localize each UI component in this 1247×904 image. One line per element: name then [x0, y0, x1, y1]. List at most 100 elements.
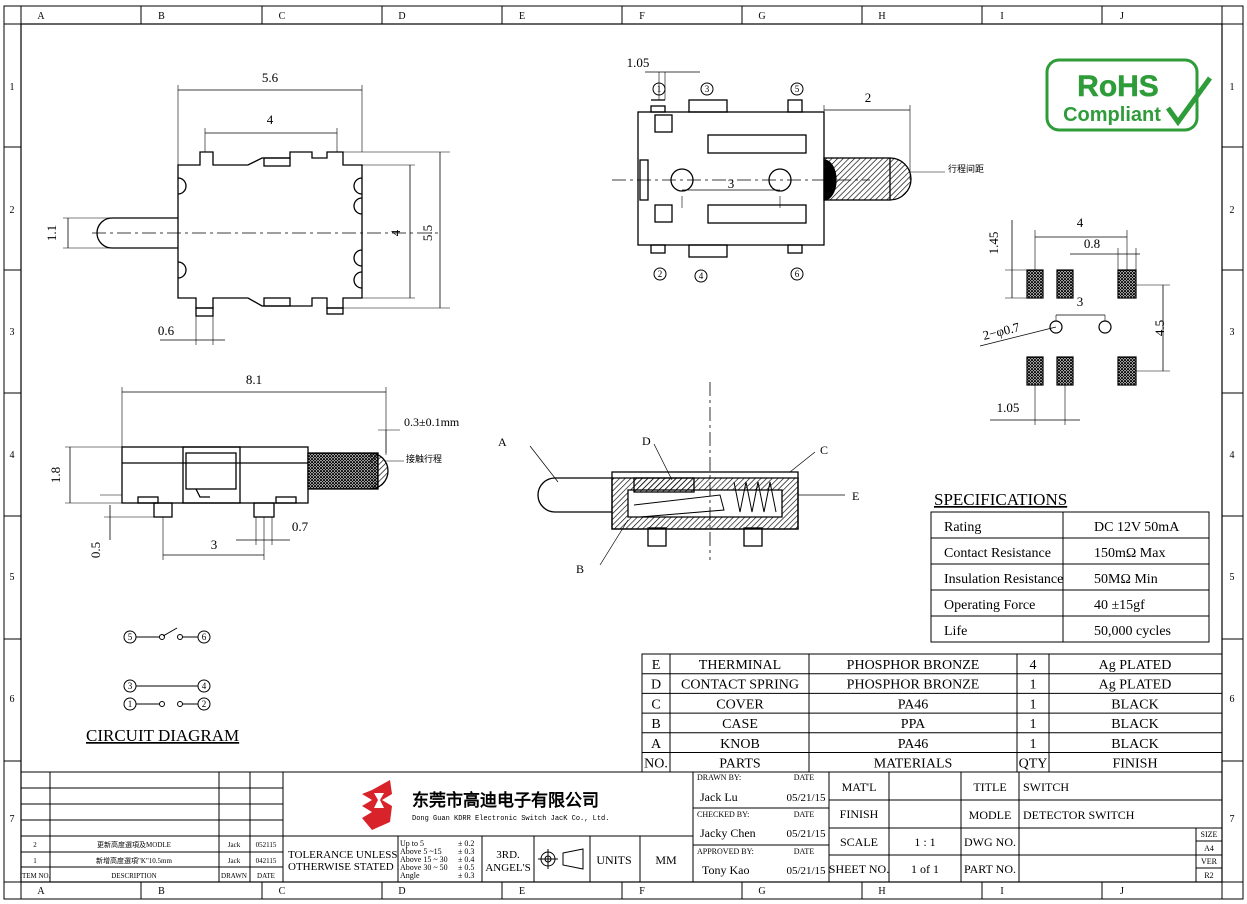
- tolerance-label: TOLERANCE UNLESS: [288, 849, 398, 861]
- dim-side-height: 1.8: [48, 467, 63, 483]
- date-label: DATE: [794, 810, 815, 819]
- checked-by-label: CHECKED BY:: [697, 810, 749, 819]
- projection-label: ANGEL'S: [485, 862, 530, 874]
- top-view: [63, 85, 450, 345]
- pin-marker: [790, 267, 804, 281]
- top-view-dimensions: 5.6 4 1.1 4 5.5 0.6: [44, 70, 435, 338]
- bom-material: PA46: [898, 697, 929, 712]
- bom-part: PARTS: [719, 757, 760, 772]
- size-label: SIZE: [1201, 830, 1218, 839]
- dwg-label: DWG NO.: [964, 835, 1016, 849]
- section-view: [529, 382, 845, 566]
- rev-header-drawn: DRAWN: [221, 872, 247, 880]
- bom-qty: QTY: [1019, 757, 1048, 772]
- side-view-dimensions: 8.1 1.8 0.3±0.1mm 接触行程 0.5 3 0.7: [48, 372, 460, 558]
- grid-col-label-top: H: [878, 11, 885, 22]
- circuit-node: [123, 630, 137, 644]
- size-value: A4: [1204, 844, 1214, 853]
- bom-no: C: [651, 697, 660, 712]
- title-label: TITLE: [973, 780, 1006, 794]
- bom-material: PHOSPHOR BRONZE: [847, 678, 980, 693]
- front-view: [612, 71, 945, 258]
- grid-col-label-top: A: [37, 11, 45, 22]
- dim-pin-gap: 0.7: [292, 519, 309, 534]
- date-label: DATE: [794, 847, 815, 856]
- circuit-node-label: 3: [128, 681, 133, 691]
- grid-col-label-bottom: H: [878, 886, 885, 897]
- bom-part: KNOB: [720, 737, 760, 752]
- grid-row-label-right: 4: [1230, 450, 1235, 461]
- grid-col-label-bottom: J: [1120, 886, 1124, 897]
- tolerance-range: Above 5 ~15: [400, 847, 442, 856]
- circuit-node: [123, 679, 137, 693]
- rev-desc: 新增高度選項"K"10.5mm: [96, 856, 172, 865]
- tolerance-value: ± 0.3: [458, 847, 474, 856]
- spec-label: Insulation Resistance: [944, 572, 1063, 587]
- bom-no: NO.: [644, 757, 668, 772]
- pin-label: 5: [795, 84, 800, 94]
- circuit-node-label: 5: [128, 632, 133, 642]
- grid-row-label-left: 5: [10, 572, 15, 583]
- dim-front-holes: 3: [728, 176, 735, 191]
- grid-col-label-bottom: E: [519, 886, 525, 897]
- rev-drawn: Jack: [228, 857, 241, 865]
- dim-top-width: 5.6: [262, 70, 279, 85]
- approved-by-label: APPROVED BY:: [697, 847, 754, 856]
- pad-hole-dia: 2−φ0.7: [981, 319, 1022, 343]
- bom-no: A: [651, 737, 662, 752]
- grid-row-label-right: 2: [1230, 205, 1235, 216]
- drawn-by-label: DRAWN BY:: [697, 773, 741, 782]
- dim-height-side: 1.1: [44, 225, 59, 241]
- approved-by: Tony Kao: [702, 863, 749, 877]
- dim-pin-pitch: 3: [211, 537, 218, 552]
- sheet-value: 1 of 1: [911, 862, 939, 876]
- front-view-dimensions: 1.05 2 3 行程间距: [627, 55, 984, 191]
- grid-row-label-left: 1: [10, 82, 15, 93]
- bom-no: B: [651, 717, 660, 732]
- circuit-title: CIRCUIT DIAGRAM: [86, 726, 239, 745]
- bom-no: E: [652, 658, 661, 673]
- circuit-node-label: 1: [128, 699, 133, 709]
- frame-grid-ticks: [4, 6, 1243, 899]
- modle-value: DETECTOR SWITCH: [1023, 808, 1135, 822]
- bom-finish: Ag PLATED: [1099, 678, 1172, 693]
- dim-height-total: 5.5: [420, 225, 435, 241]
- section-label-e: E: [852, 489, 859, 503]
- grid-row-label-right: 5: [1230, 572, 1235, 583]
- spec-label: Operating Force: [944, 598, 1035, 613]
- rev-item: 2: [33, 841, 37, 849]
- pin-marker: [790, 82, 804, 96]
- pad-w: 1.05: [997, 400, 1020, 415]
- bom-qty: 4: [1030, 658, 1037, 673]
- tolerance-range: Angle: [400, 871, 420, 880]
- bom-part: THERMINAL: [699, 658, 781, 673]
- pad-pitch-v: 4.5: [1152, 320, 1167, 336]
- tolerance-value: ± 0.3: [458, 871, 474, 880]
- grid-col-label-bottom: I: [1000, 886, 1003, 897]
- pin-label: 2: [658, 269, 663, 279]
- pad-dimensions: 4 0.8 1.45 3 2−φ0.7 4.5 1.05: [981, 215, 1167, 415]
- circuit-node: [197, 630, 211, 644]
- tolerance-range: Above 15 ~ 30: [400, 855, 448, 864]
- ver-label: VER: [1201, 857, 1218, 866]
- pad-height: 1.45: [986, 232, 1001, 255]
- grid-col-label-bottom: G: [758, 886, 765, 897]
- grid-col-label-top: C: [279, 11, 286, 22]
- spec-value: 50MΩ Min: [1094, 572, 1158, 587]
- rev-header-desc: DESCRIPTION: [111, 872, 157, 880]
- tolerance-label: OTHERWISE STATED :: [288, 861, 400, 873]
- spec-value: 150mΩ Max: [1094, 546, 1165, 561]
- tolerance-value: ± 0.4: [458, 855, 474, 864]
- bom-finish: FINISH: [1112, 757, 1157, 772]
- front-note: 行程间距: [948, 163, 984, 174]
- scale-value: 1 : 1: [914, 835, 935, 849]
- grid-col-label-bottom: B: [158, 886, 165, 897]
- bom-part: CONTACT SPRING: [681, 678, 799, 693]
- spec-value: 40 ±15gf: [1094, 598, 1145, 613]
- spec-label: Life: [944, 624, 967, 639]
- company-logo-icon: [362, 780, 392, 830]
- rev-date: 052115: [256, 841, 277, 849]
